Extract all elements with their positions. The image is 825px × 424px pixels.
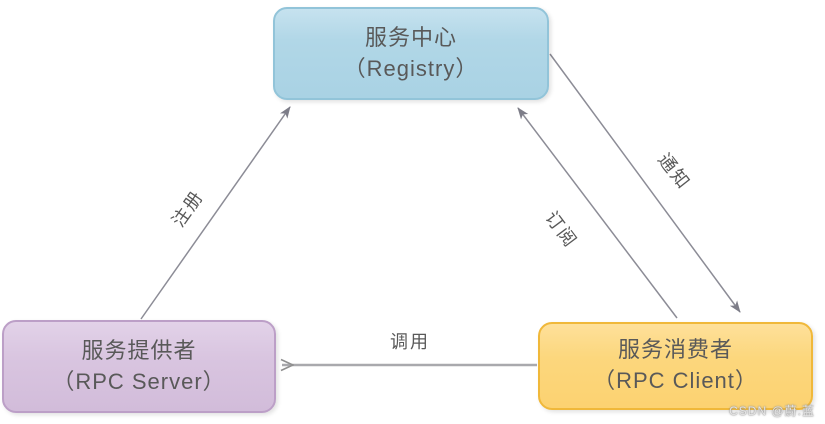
node-rpc-client: 服务消费者 （RPC Client）: [538, 322, 813, 410]
edge-subscribe-arrow: [517, 107, 678, 319]
node-rpc-server-title: 服务提供者: [81, 337, 197, 363]
edge-notify-arrow: [549, 53, 741, 313]
node-rpc-client-subtitle: （RPC Client）: [593, 368, 758, 393]
edge-register-arrow: [140, 106, 291, 320]
node-registry-subtitle: （Registry）: [343, 55, 479, 81]
node-rpc-server-subtitle: （RPC Server）: [52, 368, 226, 394]
node-registry: 服务中心 （Registry）: [273, 7, 549, 100]
node-rpc-server: 服务提供者 （RPC Server）: [2, 320, 276, 413]
node-rpc-client-title: 服务消费者: [617, 337, 733, 363]
node-registry-title: 服务中心: [364, 24, 457, 50]
watermark: CSDN @蔚.蓝: [729, 404, 815, 418]
edge-label-invoke: 调用: [390, 332, 430, 352]
